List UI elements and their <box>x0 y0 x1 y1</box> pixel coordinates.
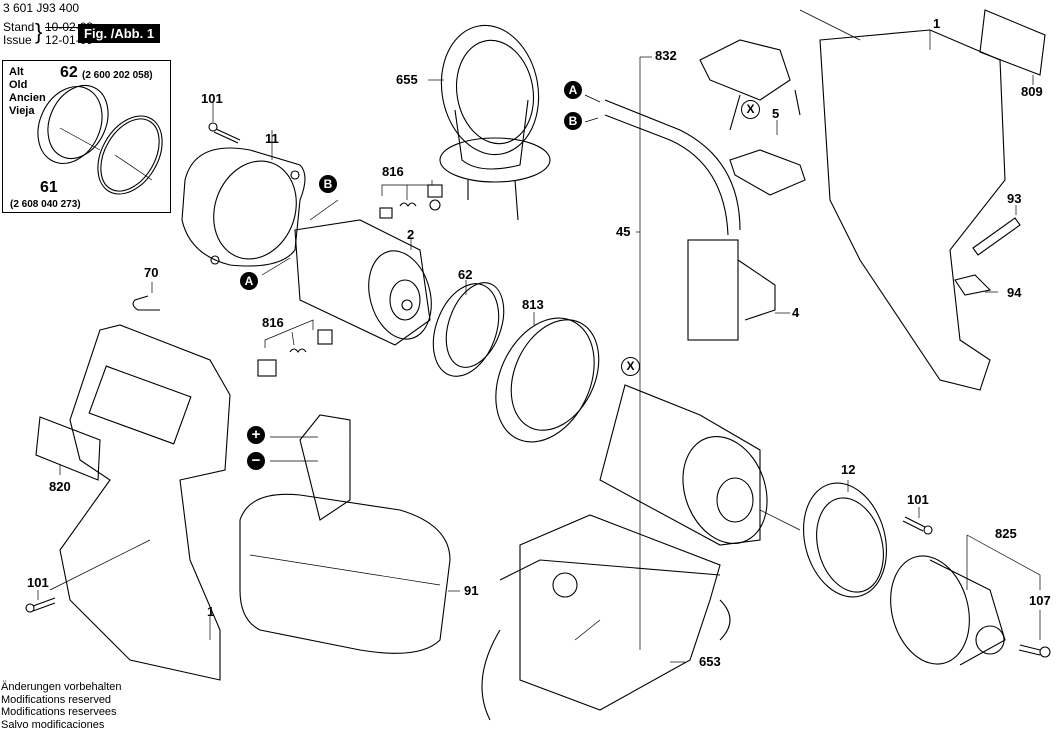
marker-x-cover: X <box>741 100 760 119</box>
battery-91-drawing <box>239 414 460 654</box>
callout-11: 11 <box>265 131 279 146</box>
housing-left-half-drawing <box>49 324 231 681</box>
marker-plus: + <box>247 426 265 444</box>
callout-820: 820 <box>49 479 71 494</box>
callout-655: 655 <box>396 72 418 87</box>
callout-101-top: 101 <box>201 91 223 106</box>
callout-816-bottom: 816 <box>262 315 284 330</box>
part-5-drawing <box>729 120 806 196</box>
old-ref-62: 62 <box>60 64 78 81</box>
label-plate-820-drawing <box>35 416 101 481</box>
label-plate-809-drawing <box>979 9 1046 85</box>
callout-101-right: 101 <box>907 492 929 507</box>
screw-101-right-drawing <box>902 507 933 535</box>
figure-label: Fig. /Abb. 1 <box>78 24 161 43</box>
footer-line-en: Modifications reserved <box>1 693 112 706</box>
marker-x-gearbox: X <box>621 357 640 376</box>
bit-93-drawing <box>972 205 1021 256</box>
callout-91: 91 <box>464 583 479 598</box>
cover-12-drawing <box>802 480 888 598</box>
marker-b-motor: B <box>319 175 337 193</box>
brush-set-816-bottom-drawing <box>257 319 333 377</box>
old-word-de: Alt <box>9 66 24 78</box>
callout-1-lower: 1 <box>207 604 215 619</box>
callout-70: 70 <box>144 265 159 280</box>
callout-2: 2 <box>407 227 415 242</box>
cover-832-drawing <box>699 39 801 131</box>
ring-gear-813-drawing <box>495 312 600 443</box>
callout-816-top: 816 <box>382 164 404 179</box>
motor-2-drawing <box>261 199 432 346</box>
housing-right-half-drawing <box>799 9 1006 391</box>
chuck-825-drawing <box>890 534 1041 666</box>
callout-825: 825 <box>995 526 1017 541</box>
callout-107: 107 <box>1029 593 1051 608</box>
old-word-es: Vieja <box>9 105 35 117</box>
callout-94: 94 <box>1007 285 1022 300</box>
marker-a-switch: A <box>564 81 582 99</box>
callout-93: 93 <box>1007 191 1022 206</box>
marker-a-motor: A <box>240 272 258 290</box>
footer-line-fr: Modifications reservees <box>1 706 117 718</box>
old-word-en: Old <box>9 79 28 91</box>
old-words: Alt Old Ancien Vieja <box>9 66 46 118</box>
old-ring-62-drawing <box>37 85 109 164</box>
footer-notice: Änderungen vorbehalten Modifications res… <box>1 681 121 731</box>
old-part-no-61: (2 608 040 273) <box>10 199 81 210</box>
gearbox-drawing <box>599 384 801 546</box>
screw-101-drawing <box>208 102 241 144</box>
footer-line-de: Änderungen vorbehalten <box>1 681 122 693</box>
callout-653: 653 <box>699 654 721 669</box>
clip-70-drawing <box>132 282 160 311</box>
callout-45: 45 <box>616 224 631 239</box>
issue-label: Issue <box>3 33 32 47</box>
callout-4: 4 <box>792 305 800 320</box>
callout-101-left: 101 <box>27 575 49 590</box>
marker-b-switch: B <box>564 112 582 130</box>
bit-holder-94-drawing <box>954 274 998 296</box>
brace-icon: } <box>35 19 43 44</box>
callout-813: 813 <box>522 297 544 312</box>
old-word-fr: Ancien <box>9 92 46 104</box>
callout-832: 832 <box>655 48 677 63</box>
old-parts-box: Alt Old Ancien Vieja <box>2 60 171 213</box>
old-ring-61-drawing <box>97 115 163 195</box>
part-number: 3 601 J93 400 <box>3 1 80 15</box>
screw-107-drawing <box>1018 644 1051 658</box>
brush-set-816-top-drawing <box>379 180 443 219</box>
callout-1-upper: 1 <box>933 16 941 31</box>
switch-45-drawing <box>584 56 790 650</box>
callout-5: 5 <box>772 106 780 121</box>
marker-minus: − <box>247 452 265 470</box>
stand-label: Stand <box>3 20 35 34</box>
callout-12: 12 <box>841 462 856 477</box>
screw-101-lower-drawing <box>25 590 56 613</box>
old-ref-61: 61 <box>40 179 58 196</box>
callout-62: 62 <box>458 267 473 282</box>
callout-809: 809 <box>1021 84 1043 99</box>
motor-cover-11-drawing <box>181 130 306 267</box>
ring-62-drawing <box>432 280 505 377</box>
adapter-655-drawing <box>428 24 551 221</box>
old-part-no-62: (2 600 202 058) <box>82 70 153 81</box>
charger-653-drawing <box>481 514 731 721</box>
footer-line-es: Salvo modificaciones <box>1 718 105 731</box>
